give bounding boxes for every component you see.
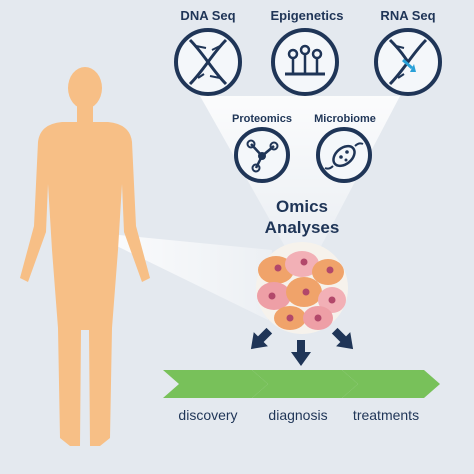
omics-analyses-title: Omics Analyses [265, 196, 340, 238]
proteomics-label: Proteomics [232, 113, 292, 125]
diagnosis-label: diagnosis [268, 407, 328, 423]
arrow-down-right-icon [331, 327, 354, 350]
epigenetics-label: Epigenetics [270, 8, 344, 23]
dna-seq-icon [174, 28, 242, 96]
rna-seq-icon [374, 28, 442, 96]
tissue-cells [256, 242, 348, 334]
pipeline-chevrons [163, 370, 440, 398]
arrow-down-icon [291, 340, 311, 366]
treatments-label: treatments [352, 407, 420, 423]
microbiome-icon [316, 127, 372, 183]
omics-title-line1: Omics [276, 197, 328, 216]
chevron-discovery [163, 370, 268, 398]
outcome-arrows [250, 327, 354, 366]
discovery-label: discovery [178, 407, 238, 423]
microbiome-label: Microbiome [314, 113, 376, 125]
chevron-diagnosis [252, 370, 358, 398]
human-silhouette [20, 67, 150, 446]
chevron-treatments [342, 370, 440, 398]
proteomics-icon [234, 127, 290, 183]
epigenetics-icon [271, 28, 339, 96]
arrow-down-left-icon [250, 327, 273, 350]
rna-seq-label: RNA Seq [380, 8, 436, 23]
omics-title-line2: Analyses [264, 218, 340, 237]
dna-seq-label: DNA Seq [180, 8, 236, 23]
